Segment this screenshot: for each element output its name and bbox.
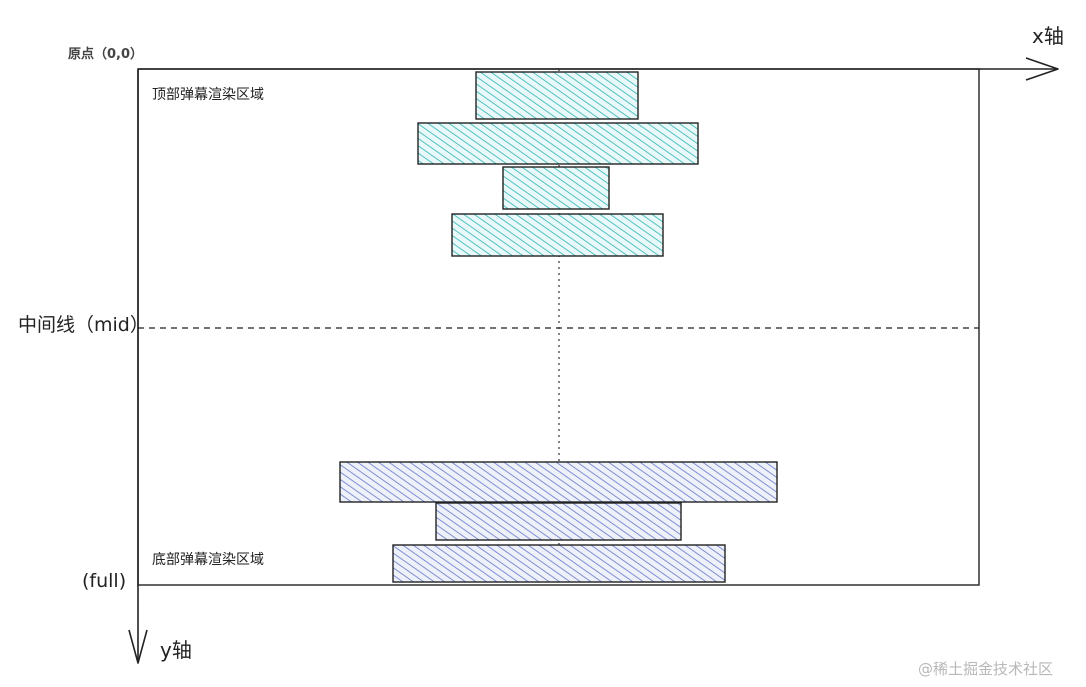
watermark-text: @稀土掘金技术社区	[918, 660, 1054, 678]
bottom-bar-1	[339, 461, 778, 503]
top-bar-4	[451, 213, 664, 257]
x-axis-arrowhead	[1025, 57, 1059, 81]
top-bar-2	[417, 122, 699, 165]
top-bars-group	[417, 71, 699, 257]
full-label: (full)	[82, 570, 127, 592]
y-axis-label: y轴	[160, 638, 192, 662]
midline-label: 中间线（mid）	[18, 314, 149, 336]
bottom-bar-3	[392, 544, 726, 583]
top-region-label: 顶部弹幕渲染区域	[152, 87, 264, 103]
top-bar-1	[475, 71, 639, 120]
bottom-bar-2	[435, 502, 682, 541]
bottom-region-label: 底部弹幕渲染区域	[152, 552, 264, 568]
y-axis-arrowhead	[128, 629, 148, 664]
top-bar-3	[502, 166, 610, 210]
bottom-bars-group	[339, 461, 778, 583]
x-axis-label: x轴	[1032, 24, 1064, 48]
origin-label: 原点（0,0）	[68, 47, 144, 62]
